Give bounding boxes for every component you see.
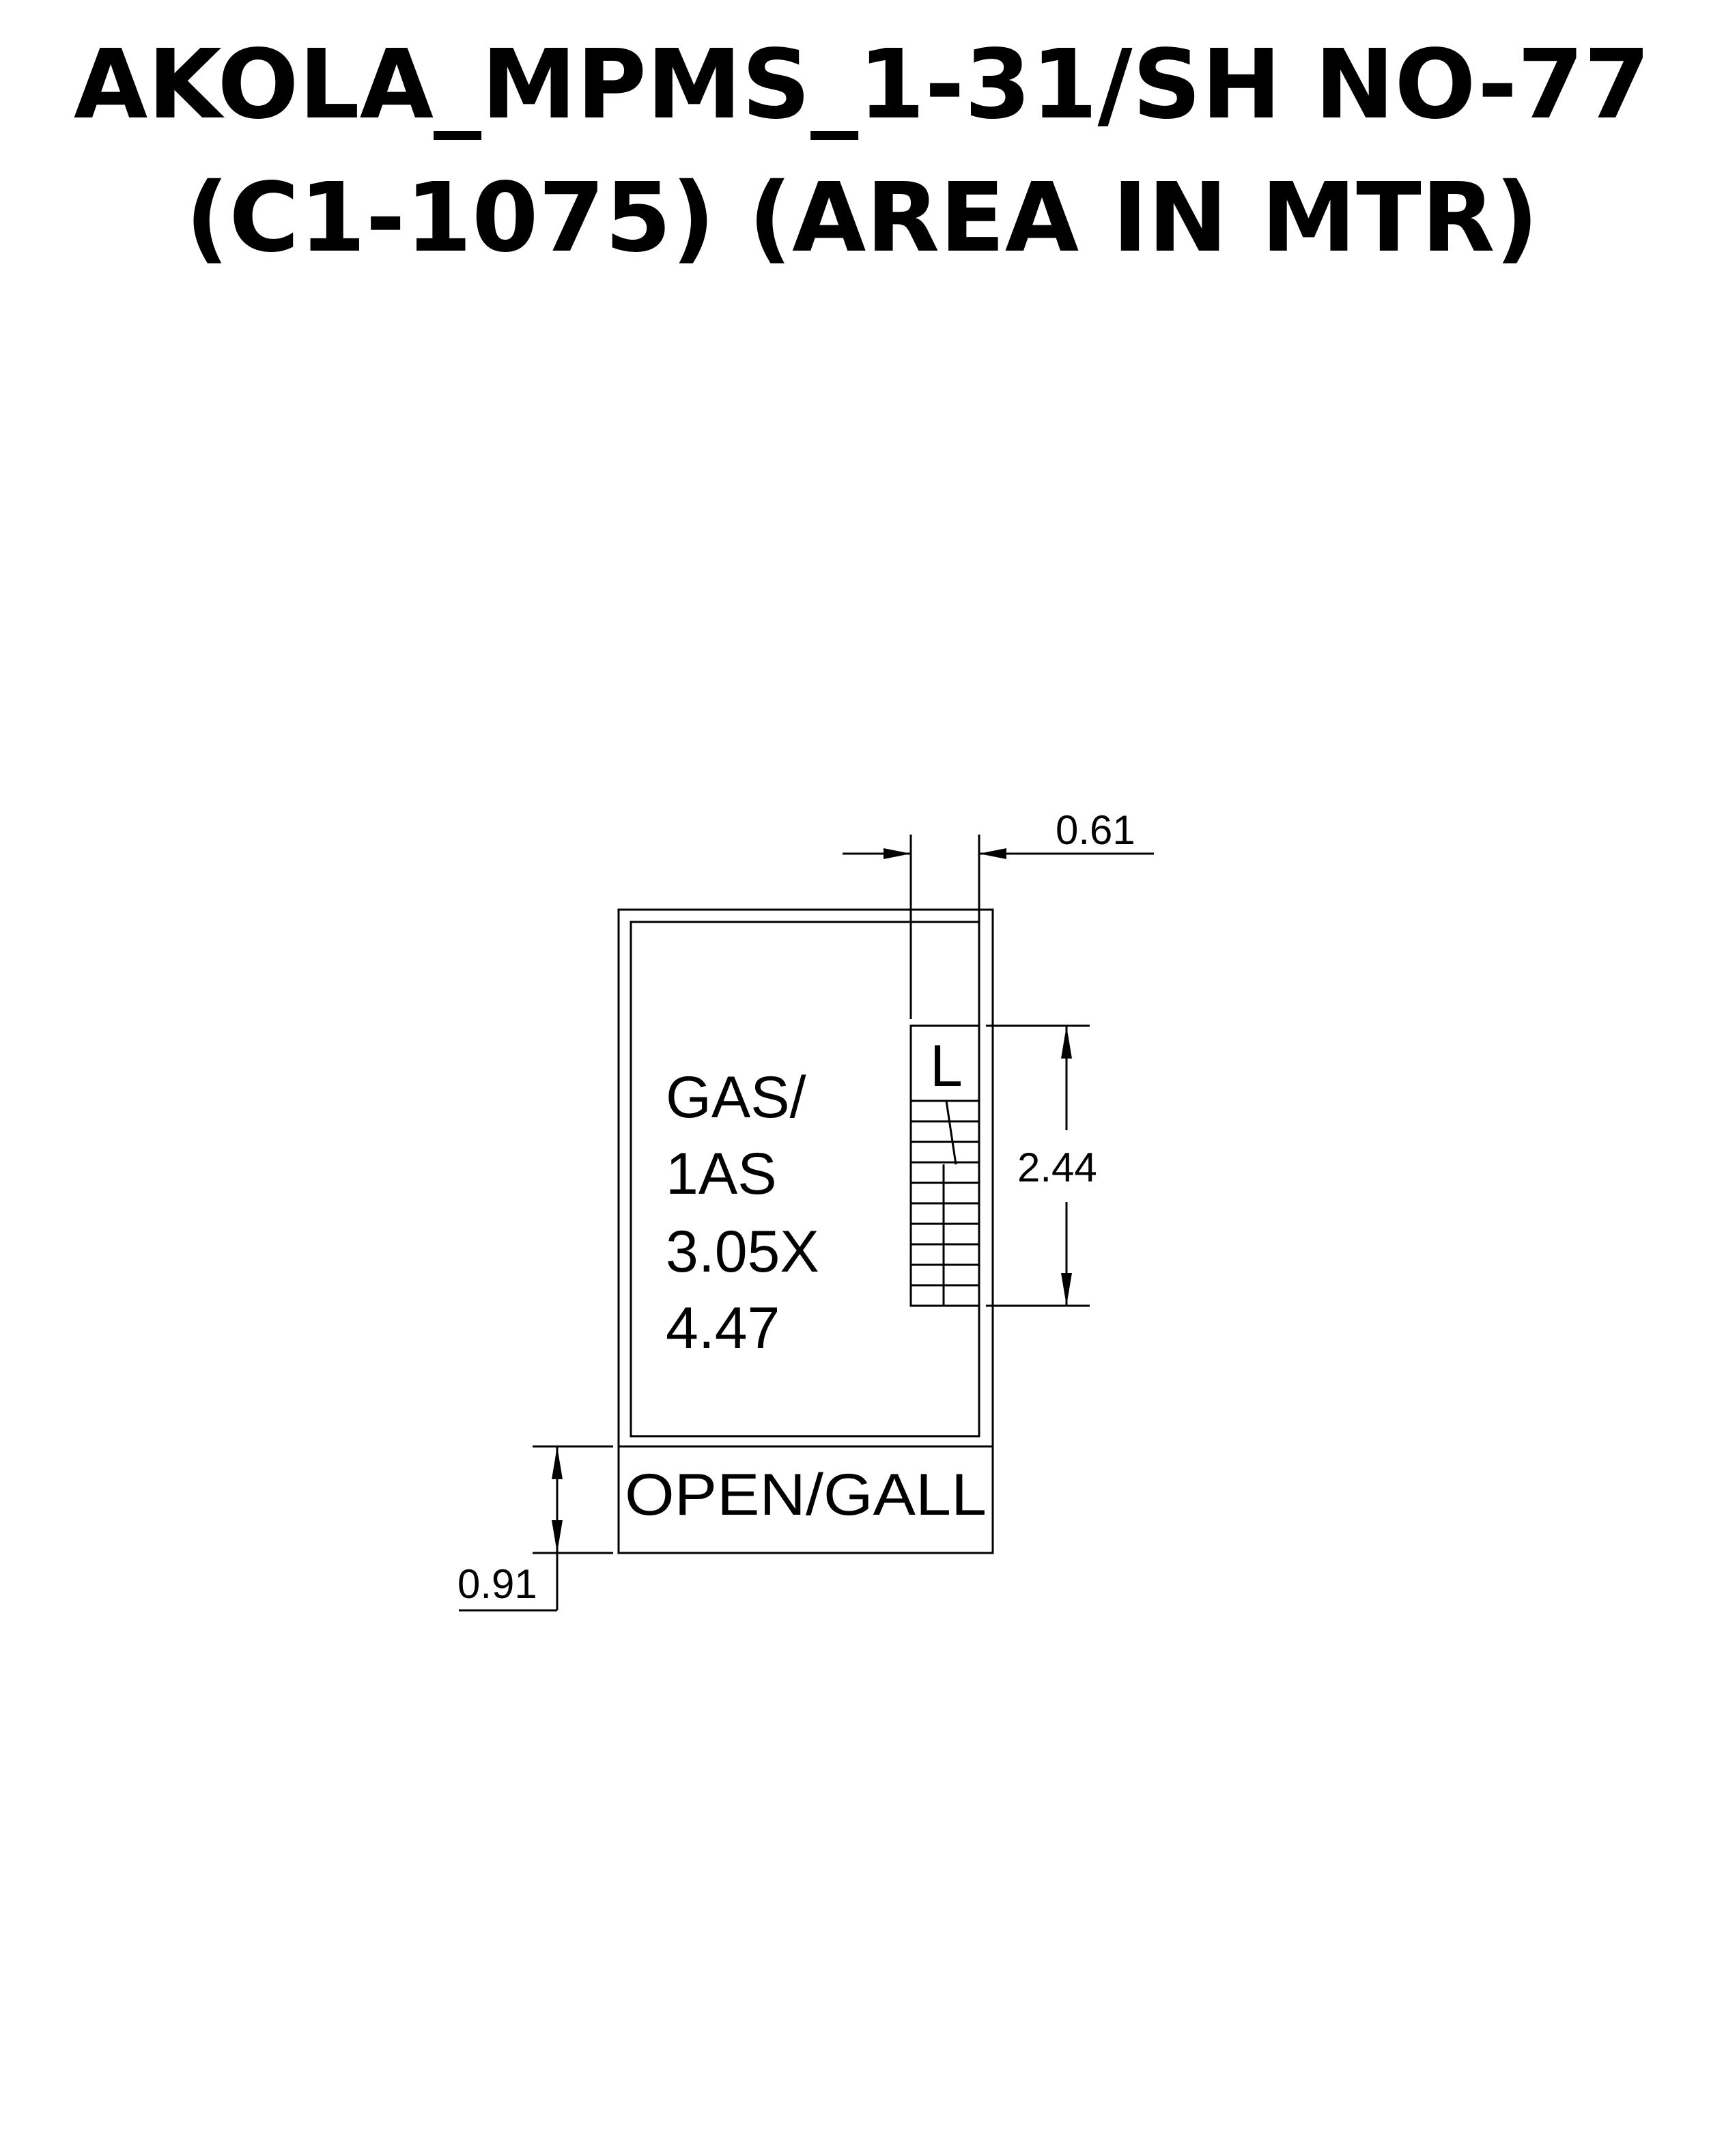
room-label-line-2: 1AS <box>666 1141 777 1207</box>
dimension-label-stair-width: 0.61 <box>1056 807 1135 853</box>
stair-outline <box>909 1024 980 1307</box>
room-label-line-1: GAS/ <box>666 1065 806 1130</box>
gallery-label: OPEN/GALL <box>625 1462 987 1528</box>
stair-label: L <box>930 1033 963 1099</box>
arrowhead <box>884 848 911 859</box>
arrowhead <box>1061 1026 1072 1059</box>
stair-break-line <box>945 1100 957 1165</box>
dimension-gallery-depth <box>459 1445 613 1612</box>
arrowhead <box>979 848 1006 859</box>
building-outline <box>617 908 994 1554</box>
room-label-line-4: 4.47 <box>666 1296 780 1361</box>
dimension-stair-length <box>986 1024 1090 1307</box>
arrowhead <box>1061 1273 1072 1306</box>
dimension-label-gallery-depth: 0.91 <box>457 1561 537 1607</box>
arrowhead <box>552 1520 563 1553</box>
drawing-title-line-2: (C1-1075) (AREA IN MTR) <box>185 163 1539 274</box>
dimension-label-stair-length: 2.44 <box>1017 1145 1097 1190</box>
room-label-line-3: 3.05X <box>666 1219 819 1285</box>
dimension-stair-width <box>843 835 1154 1019</box>
drawing-title-line-1: AKOLA_MPMS_1-31/SH NO-77 <box>73 29 1651 141</box>
arrowhead <box>552 1446 563 1479</box>
staircase <box>909 1024 980 1307</box>
